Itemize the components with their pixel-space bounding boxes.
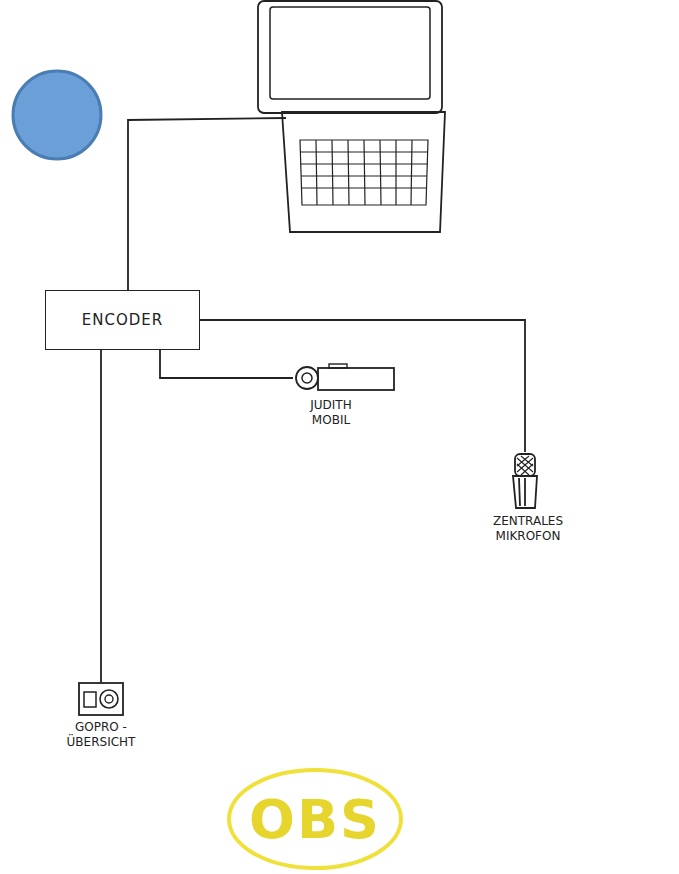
microphone-node: ZENTRALES MIKROFON: [470, 452, 580, 564]
device-icon: [78, 682, 124, 720]
gopro-lens-inner: [105, 695, 113, 703]
device-label: ZENTRALES MIKROFON: [478, 514, 578, 544]
laptop-screen: [270, 7, 430, 99]
device-icon: [505, 452, 545, 514]
mic-head: [515, 454, 535, 476]
box-label: ENCODER: [82, 313, 163, 328]
gopro-body: [79, 683, 123, 715]
device-label: GOPRO - ÜBERSICHT: [56, 720, 146, 750]
device-icon: [293, 362, 398, 398]
software-label: OBS: [249, 812, 381, 827]
microphone-icon: [505, 452, 545, 510]
lens-inner: [302, 373, 312, 383]
encoder-box: ENCODER: [45, 290, 200, 350]
camera-top: [329, 364, 347, 368]
gopro-screen: [84, 692, 96, 707]
device-label: JUDITH MOBIL: [295, 398, 367, 428]
camcorder-icon: [293, 362, 398, 394]
cable-connector: [100, 350, 102, 682]
cable-connector: [200, 320, 525, 452]
laptop-keyboard: [300, 140, 428, 205]
mic-grille: [517, 456, 533, 475]
camcorder-node: JUDITH MOBIL: [293, 362, 403, 448]
obs-circle: OBS: [225, 766, 405, 872]
gopro-node: GOPRO - ÜBERSICHT: [56, 682, 146, 762]
camera-body: [318, 368, 394, 390]
gopro-icon: [78, 682, 124, 716]
laptop-wire: [128, 118, 286, 291]
laptop-base: [282, 112, 445, 232]
lens: [296, 367, 318, 389]
cable-connector: [160, 350, 293, 378]
mic-body: [513, 476, 537, 508]
gopro-lens: [100, 690, 118, 708]
blue-dot: [13, 71, 101, 159]
circle-outline-shape: [229, 770, 401, 868]
laptop-lid: [258, 1, 442, 113]
